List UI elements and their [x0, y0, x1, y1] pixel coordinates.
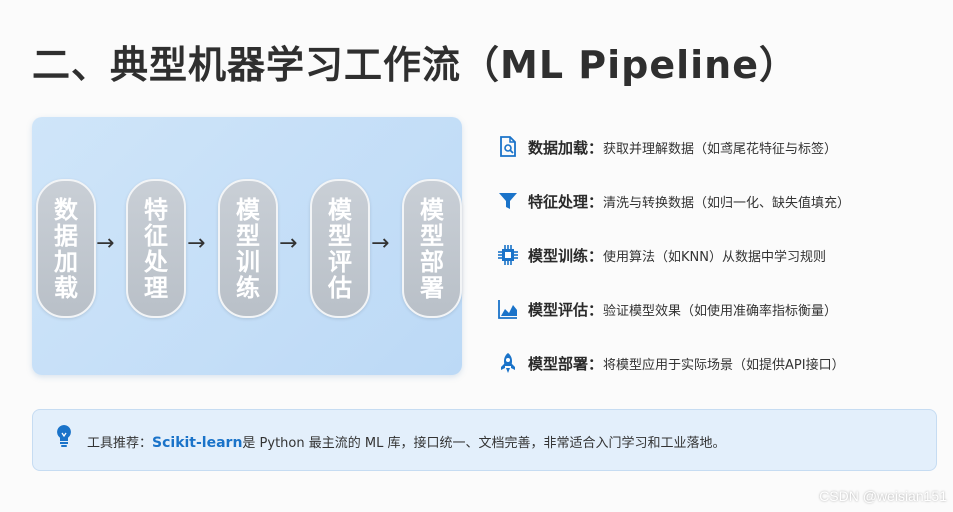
arrow-icon: →: [96, 231, 115, 256]
arrow-icon: →: [279, 231, 298, 256]
step-name: 模型部署：: [528, 354, 604, 373]
step-name: 模型评估：: [528, 300, 604, 319]
step-model-evaluation: 模型评估： 验证模型效果（如使用准确率指标衡量）: [497, 294, 837, 324]
stage-model-training: 模型训练: [218, 179, 278, 318]
stage-data-loading: 数据加载: [36, 179, 96, 318]
step-desc: 将模型应用于实际场景（如提供API接口）: [603, 357, 845, 373]
page-title: 二、典型机器学习工作流（ML Pipeline）: [32, 43, 798, 87]
stage-label: 模型训练: [236, 195, 260, 302]
tip-prefix: 工具推荐：: [87, 436, 153, 451]
filter-icon: [497, 190, 519, 212]
tool-recommendation-panel: 工具推荐：Scikit-learn是 Python 最主流的 ML 库，接口统一…: [32, 409, 937, 471]
tip-rest: 是 Python 最主流的 ML 库，接口统一、文档完善，非常适合入门学习和工业…: [242, 436, 726, 451]
step-name: 特征处理：: [528, 192, 604, 211]
stage-model-deployment: 模型部署: [402, 179, 462, 318]
stage-label: 特征处理: [144, 195, 168, 302]
step-name: 数据加载：: [528, 138, 604, 157]
pipeline-diagram: 数据加载 → 特征处理 → 模型训练 → 模型评估 → 模型部署: [32, 117, 462, 375]
rocket-icon: [497, 352, 519, 374]
stage-label: 数据加载: [54, 195, 78, 302]
stage-label: 模型评估: [328, 195, 352, 302]
step-feature-processing: 特征处理： 清洗与转换数据（如归一化、缺失值填充）: [497, 186, 850, 216]
step-model-training: 模型训练： 使用算法（如KNN）从数据中学习规则: [497, 240, 826, 270]
area-chart-icon: [497, 298, 519, 320]
stage-label: 模型部署: [420, 195, 444, 302]
step-desc: 验证模型效果（如使用准确率指标衡量）: [603, 303, 838, 319]
tip-text: 工具推荐：Scikit-learn是 Python 最主流的 ML 库，接口统一…: [87, 432, 725, 451]
step-desc: 使用算法（如KNN）从数据中学习规则: [603, 249, 826, 265]
arrow-icon: →: [371, 231, 390, 256]
tip-highlight: Scikit-learn: [152, 435, 243, 451]
step-data-loading: 数据加载： 获取并理解数据（如鸢尾花特征与标签）: [497, 132, 837, 162]
watermark: CSDN @weisian151: [819, 488, 947, 504]
chip-icon: [497, 244, 519, 266]
step-model-deployment: 模型部署： 将模型应用于实际场景（如提供API接口）: [497, 348, 845, 378]
step-name: 模型训练：: [528, 246, 604, 265]
document-search-icon: [497, 136, 519, 158]
stage-model-evaluation: 模型评估: [310, 179, 370, 318]
step-desc: 清洗与转换数据（如归一化、缺失值填充）: [603, 195, 851, 211]
lightbulb-icon: [55, 424, 73, 448]
step-desc: 获取并理解数据（如鸢尾花特征与标签）: [603, 141, 838, 157]
stage-feature-processing: 特征处理: [126, 179, 186, 318]
arrow-icon: →: [187, 231, 206, 256]
